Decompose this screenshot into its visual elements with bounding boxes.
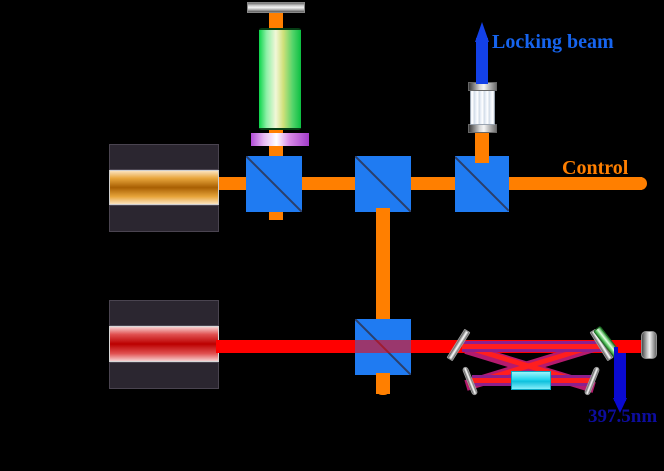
half-wave-plate [251, 133, 309, 146]
control-beam-stub-below-bs4 [376, 373, 390, 395]
locking-beam-label: Locking beam [492, 31, 614, 53]
control-label: Control [562, 157, 629, 179]
bs3-coating-diagonal [455, 156, 509, 212]
bs4-red-overlay [355, 340, 411, 353]
red-laser-top-housing [109, 300, 219, 326]
locking-feed-beam-orange [475, 131, 489, 163]
bs1-coating-diagonal [246, 156, 302, 212]
nonlinear-crystal [511, 371, 551, 390]
output-wavelength-label: 397.5nm [588, 406, 658, 427]
red-laser-gain-rod [109, 326, 219, 362]
control-beam-arrow-cap [634, 177, 647, 190]
orange-laser-gain-rod [109, 170, 219, 205]
output-beam-397nm-shaft [614, 347, 626, 401]
collimator-cap-bottom [468, 124, 497, 133]
orange-laser-top-housing [109, 144, 219, 170]
control-beam-horizontal [216, 177, 642, 190]
orange-laser-bottom-housing [109, 205, 219, 232]
beamsplitter-bs2 [355, 156, 411, 212]
output-beam-397nm-arrowhead [613, 398, 627, 413]
end-mirror-top [247, 2, 305, 13]
beamsplitter-bs3 [455, 156, 509, 212]
gain-crystal-rod [259, 28, 301, 130]
red-laser-bottom-housing [109, 362, 219, 389]
fiber-collimator [470, 89, 495, 125]
beamsplitter-bs1 [246, 156, 302, 212]
beam-dump [641, 331, 657, 359]
locking-beam-shaft [476, 38, 488, 84]
bs2-coating-diagonal [355, 156, 411, 212]
cavity-beam-upper-leg-core [462, 344, 602, 349]
residual-pump-to-dump [618, 340, 643, 353]
locking-beam-arrowhead [475, 22, 489, 42]
